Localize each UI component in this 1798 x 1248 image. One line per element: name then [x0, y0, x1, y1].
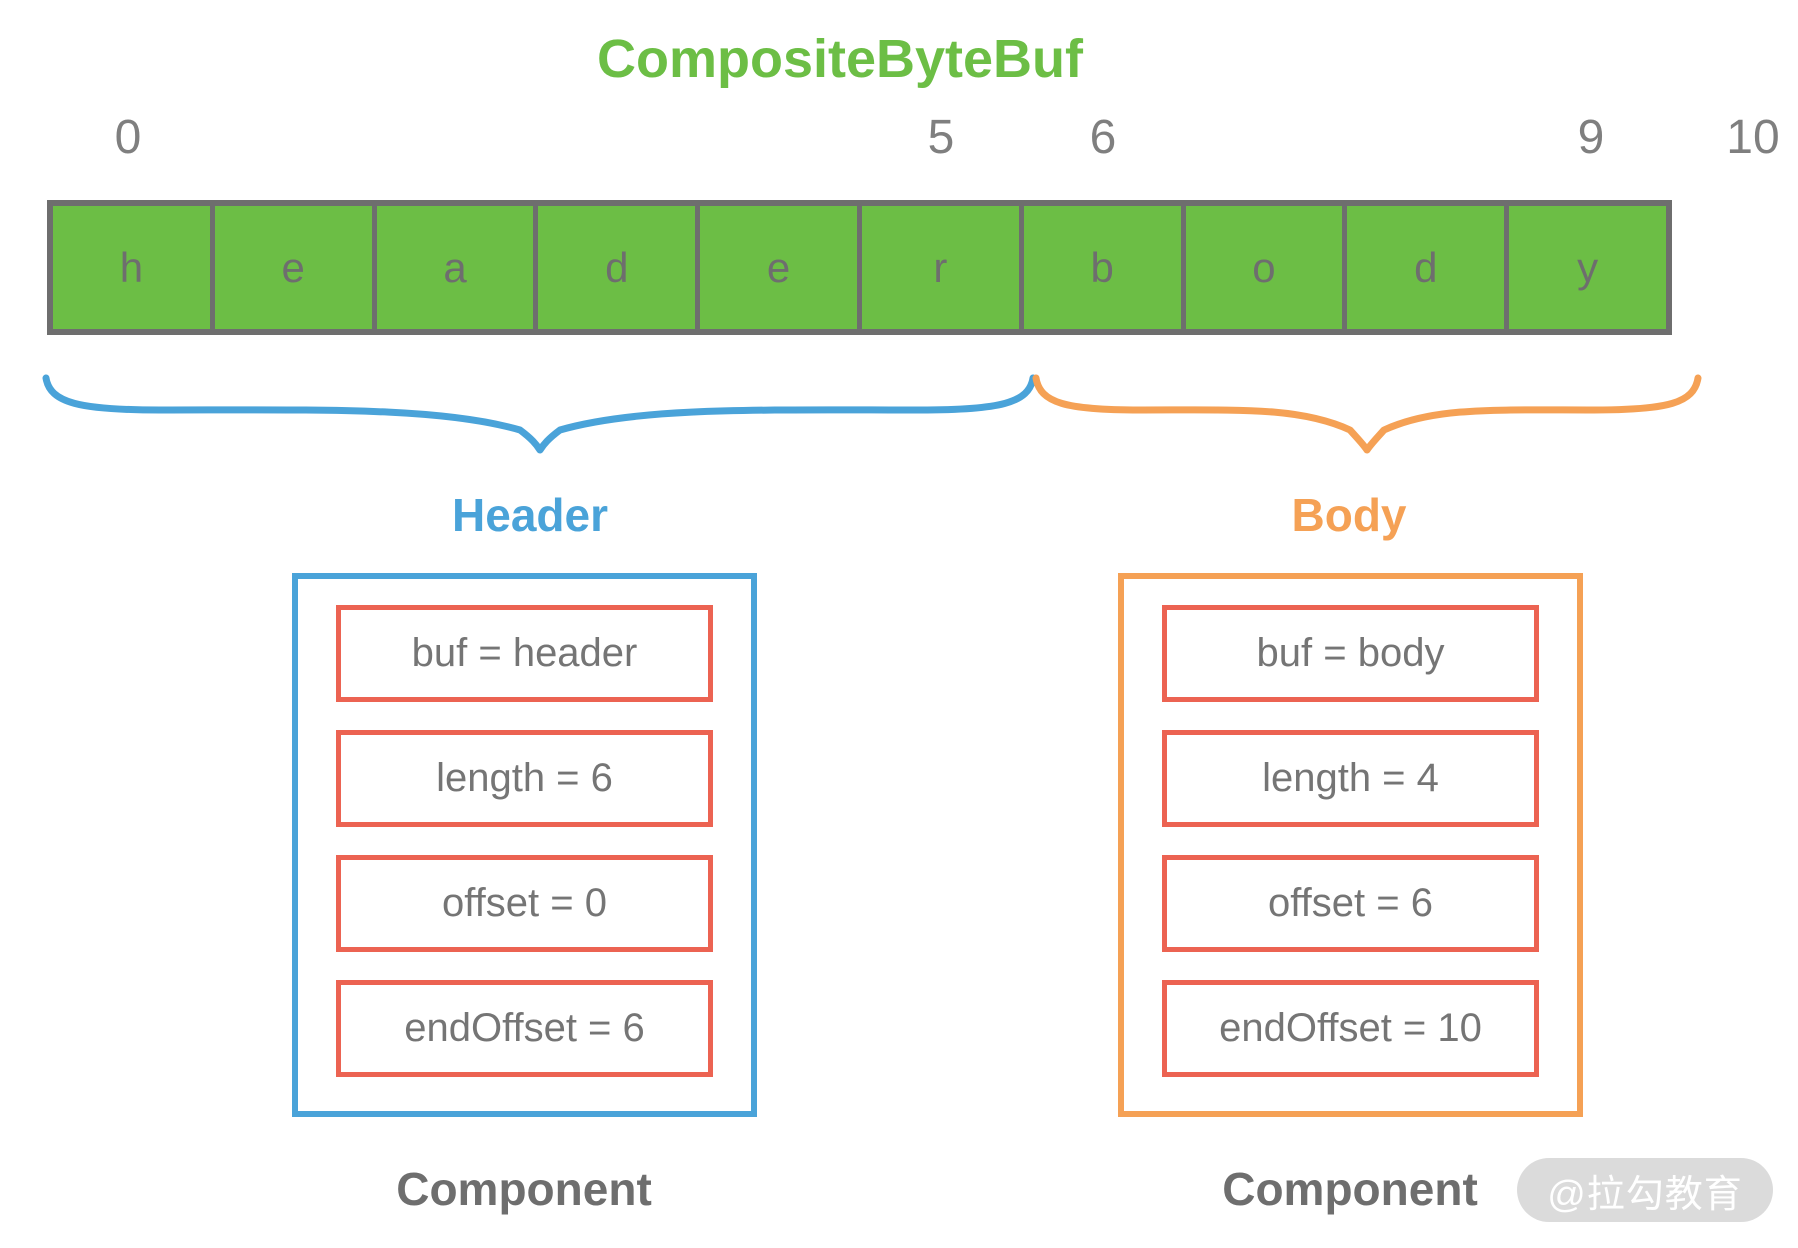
- buffer-cell: o: [1185, 206, 1343, 329]
- buffer-cell: r: [861, 206, 1019, 329]
- diagram-title: CompositeByteBuf: [596, 29, 1084, 89]
- component-field-row: offset = 0: [336, 855, 713, 952]
- buffer-cell: a: [376, 206, 534, 329]
- buffer-cell: b: [1023, 206, 1181, 329]
- header-component-box: buf = header length = 6 offset = 0 endOffse…: [292, 573, 757, 1117]
- header-brace: [42, 374, 1037, 454]
- header-component-caption: Component: [396, 1163, 652, 1215]
- body-component-caption: Component: [1222, 1163, 1478, 1215]
- body-region-label: Body: [1291, 489, 1407, 541]
- body-component-box: buf = body length = 4 offset = 6 endOffset …: [1118, 573, 1583, 1117]
- region-braces: [42, 374, 1702, 454]
- buffer-cell: h: [53, 206, 210, 329]
- component-field-row: length = 6: [336, 730, 713, 827]
- buffer-index-label: 10: [1726, 111, 1780, 164]
- buffer-cell: e: [700, 206, 857, 329]
- watermark-badge: @拉勾教育: [1517, 1158, 1773, 1222]
- buffer-cell: d: [1347, 206, 1505, 329]
- component-field-row: buf = header: [336, 605, 713, 702]
- buffer-cell: e: [214, 206, 372, 329]
- body-brace: [1032, 374, 1702, 454]
- component-field-row: buf = body: [1162, 605, 1539, 702]
- buffer-cell: y: [1509, 206, 1666, 329]
- buffer-index-label: 6: [1089, 111, 1117, 164]
- buffer-index-label: 0: [114, 111, 142, 164]
- header-region-label: Header: [452, 489, 608, 541]
- component-field-row: length = 4: [1162, 730, 1539, 827]
- component-field-row: endOffset = 6: [336, 980, 713, 1077]
- buffer-cell: d: [538, 206, 696, 329]
- component-field-row: offset = 6: [1162, 855, 1539, 952]
- component-field-row: endOffset = 10: [1162, 980, 1539, 1077]
- buffer-index-label: 9: [1577, 111, 1605, 164]
- buffer-index-label: 5: [927, 111, 955, 164]
